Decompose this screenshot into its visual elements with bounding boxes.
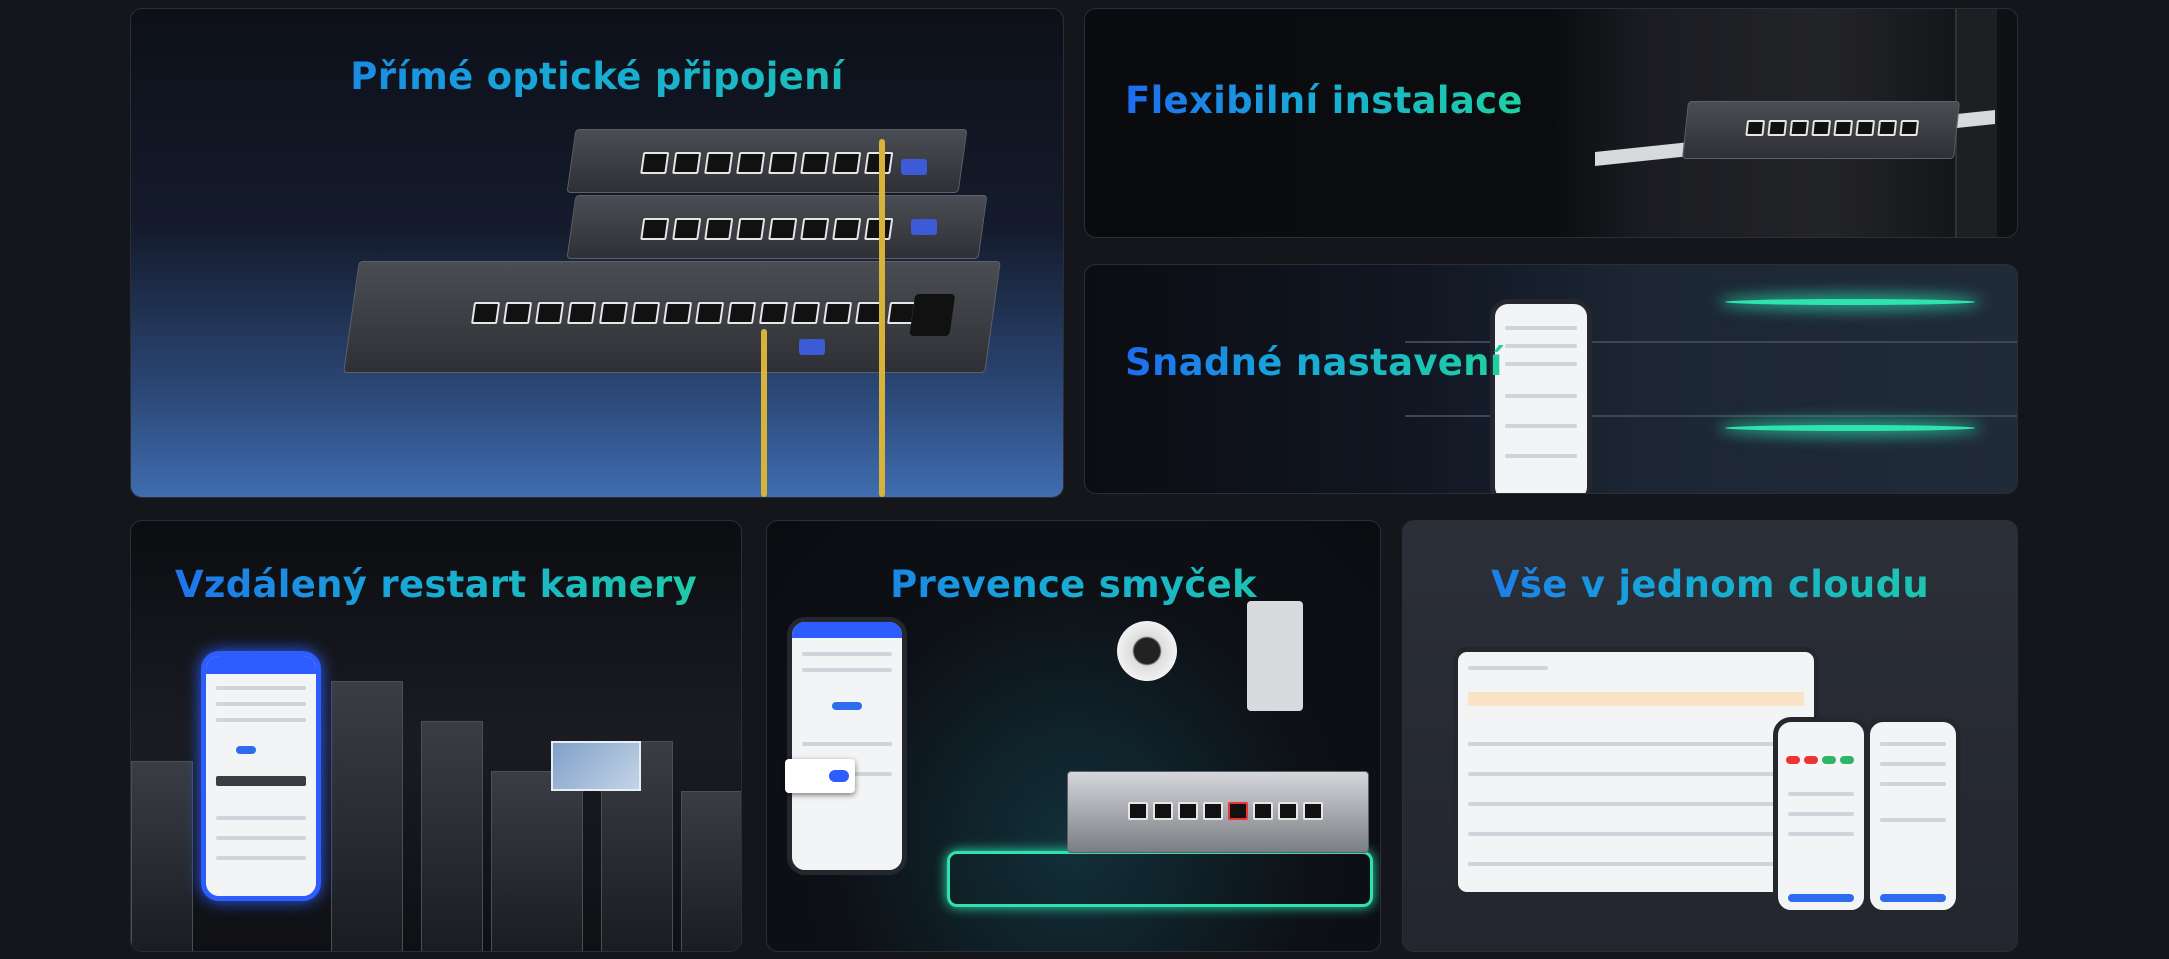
phone-mockup	[1490, 299, 1592, 493]
fiber-connector-icon	[799, 339, 825, 355]
signal-glow	[1725, 425, 1975, 431]
tablet-mockup	[1453, 647, 1819, 897]
fiber-connector-icon	[901, 159, 927, 175]
panel-title: Vzdálený restart kamery	[131, 563, 741, 606]
panel-title: Prevence smyček	[767, 563, 1380, 606]
panel-loop-prevention: Prevence smyček	[766, 520, 1381, 952]
fiber-cable	[879, 139, 885, 497]
rack-switch	[1681, 101, 1961, 159]
power-socket-icon	[909, 294, 956, 336]
camera-icon	[1117, 621, 1177, 681]
signal-glow	[1725, 299, 1975, 305]
fiber-connector-icon	[911, 219, 937, 235]
panel-flexible-install: Flexibilní instalace	[1084, 8, 2018, 238]
panel-title: Snadné nastavení	[1125, 341, 1503, 384]
phone-mockup	[787, 617, 907, 875]
panel-fiber-connection: Přímé optické připojení	[130, 8, 1064, 498]
camera-feed-thumbnail	[551, 741, 641, 791]
panel-title: Vše v jednom cloudu	[1403, 563, 2017, 606]
panel-easy-setup: Snadné nastavení	[1084, 264, 2018, 494]
switch	[1067, 771, 1369, 853]
access-point-icon	[1247, 601, 1303, 711]
phone-mockup	[201, 651, 321, 901]
panel-all-in-one-cloud: Vše v jednom cloudu	[1402, 520, 2018, 952]
loop-cable	[947, 851, 1373, 907]
panel-remote-camera-restart: Vzdálený restart kamery	[130, 520, 742, 952]
panel-title: Přímé optické připojení	[131, 55, 1063, 98]
panel-title: Flexibilní instalace	[1125, 79, 1523, 122]
phone-mockup	[1865, 717, 1961, 915]
phone-mockup	[1773, 717, 1869, 915]
loop-protection-toggle	[785, 759, 855, 793]
fiber-cable	[761, 329, 767, 497]
switch-bottom	[343, 261, 1001, 373]
